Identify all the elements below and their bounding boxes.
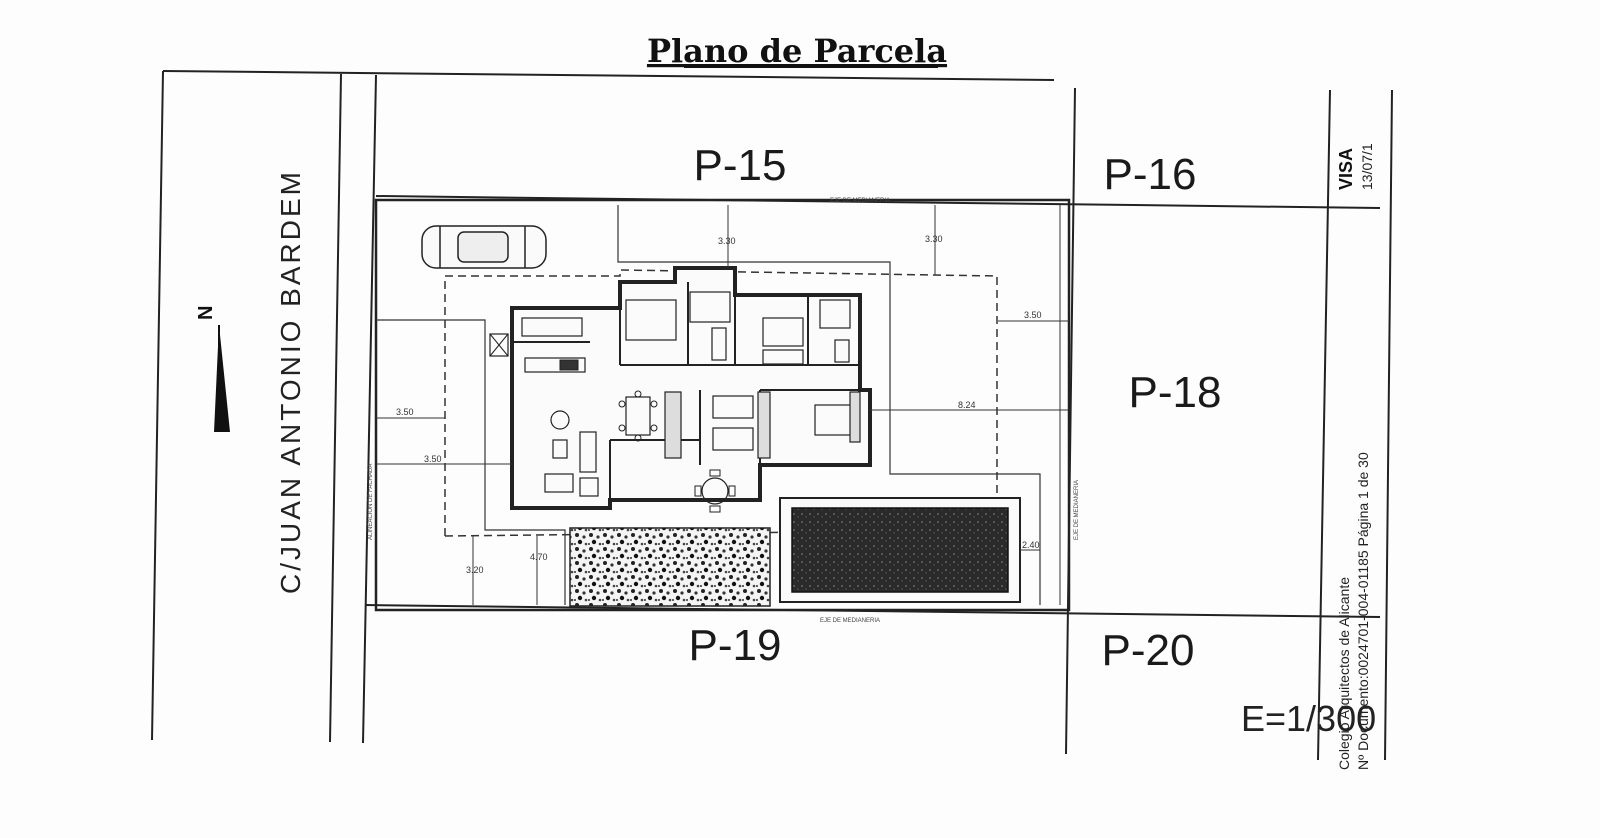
stamp-line-1: Colegio Arquitectos de Alicante <box>1336 577 1352 770</box>
dim-top-right: 3.30 <box>925 234 943 244</box>
page-title: Plano de Parcela <box>647 32 947 70</box>
visa-label: VISA <box>1336 148 1356 190</box>
plot-label-p16: P-16 <box>1104 150 1197 199</box>
house-floor-plan <box>489 266 872 513</box>
dim-pool-right: 2.40 <box>1022 540 1040 550</box>
north-label: N <box>195 306 217 320</box>
dim-right-middle: 8.24 <box>958 400 976 410</box>
dim-bottom-left: 3.20 <box>466 565 484 575</box>
visa-stamp: VISA 13/07/1 <box>1336 143 1375 190</box>
plot-dividers <box>364 87 1393 761</box>
street-block <box>151 70 1055 744</box>
car-icon <box>421 225 547 269</box>
visa-date: 13/07/1 <box>1359 143 1375 190</box>
plot-label-p18: P-18 <box>1129 368 1222 417</box>
plot-label-p19: P-19 <box>689 621 782 670</box>
street-name: C/JUAN ANTONIO BARDEM <box>275 169 306 594</box>
swimming-pool <box>779 497 1021 603</box>
plot-label-p20: P-20 <box>1102 626 1195 675</box>
boundary-label-bottom: EJE DE MEDIANERIA <box>820 618 880 624</box>
dim-top-left: 3.30 <box>718 236 736 246</box>
north-arrow-icon: N <box>195 306 230 432</box>
scale-label: E=1/300 <box>1241 698 1376 739</box>
boundary-label-right: EJE DE MEDIANERIA <box>1074 480 1080 540</box>
dimension-lines <box>376 205 1069 605</box>
dim-right-upper: 3.50 <box>1024 310 1042 320</box>
stamp-line-2: Nº Documento:0024701-004-01185 Página 1 … <box>1355 452 1371 770</box>
dim-bottom-mid: 4.70 <box>530 552 548 562</box>
dim-left-lower: 3.50 <box>424 454 442 464</box>
boundary-label-top: EJE DE MEDIANERIA <box>830 198 890 204</box>
plot-label-p15: P-15 <box>694 141 787 190</box>
boundary-label-left: ALINEACION DE FACHADA <box>368 464 374 540</box>
gravel-area <box>569 527 771 607</box>
dim-left-upper: 3.50 <box>396 407 414 417</box>
